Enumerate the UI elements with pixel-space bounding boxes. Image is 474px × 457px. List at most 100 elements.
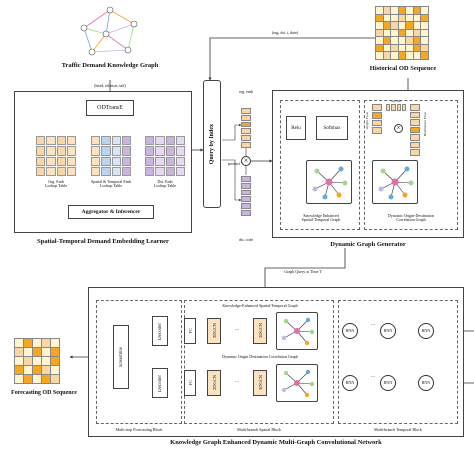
grid-cell [413,14,421,22]
table-cell [66,156,76,166]
table-cell [101,136,111,146]
table-cell [165,156,175,166]
grid-cell [383,29,391,37]
grid-cell [42,339,50,347]
query-by-index-box: Query by Index [203,80,221,208]
column-cell [241,176,251,182]
grid-cell [376,29,383,37]
org-dst-t-label: (org, dst, t, date) [271,30,299,35]
table-cell [165,136,175,146]
grid-cell [15,366,23,374]
grid-cell [33,348,41,356]
column-cell [410,149,420,157]
grid-cell [413,7,421,14]
gcn2d-bottom-label: 2DGCN [211,375,217,391]
table-cell [121,166,131,176]
spatial-graph-top-icon [281,317,315,346]
product-label: product [227,161,241,166]
origin-flow-column [372,104,382,134]
destination-flow-label: Destination Flow [423,112,427,137]
dod-graph-network-icon [378,166,414,200]
ke-sg-label: Knowledge Enhanced Spatial-Temporal Grap… [301,213,341,223]
grid-cell [406,7,413,14]
table-cell [155,166,165,176]
grid-cell [51,375,59,383]
org-emb-table [36,136,76,176]
grid-cell [413,37,421,44]
grid-cell [42,348,50,356]
grid-cell [15,357,23,365]
column-cell [372,111,382,119]
odtranse-box: ODTransE [86,100,134,116]
softmax-box: Softmax [316,116,348,140]
table-cell [36,146,46,156]
gcn3d-top-box: 3DGCN [253,318,267,344]
multi-spatial-block [184,300,334,424]
spatial-graph-bottom-icon [281,369,315,398]
relu-box: Relu [286,116,306,140]
org-emb-column [241,108,251,148]
grid-cell [398,44,406,52]
grid-cell [398,14,406,22]
grid-cell [24,366,32,374]
grid-cell [376,7,383,14]
grid-cell [24,357,32,365]
traffic-kg-network-icon [80,6,138,56]
grid-cell [413,29,421,37]
table-cell [101,166,111,176]
st-emb-label: Spatial & Temporal Emb Lookup Table [91,179,131,189]
table-cell [121,136,131,146]
grid-cell [406,29,413,37]
table-cell [111,136,121,146]
decoder-top-box: Decoder [152,316,168,346]
grid-cell [406,44,413,52]
column-cell [241,108,251,114]
table-cell [165,166,175,176]
dots-bottom-spatial: ... [235,379,239,384]
gcn2d-top-label: 2DGCN [211,323,217,339]
column-cell [241,128,251,135]
forecasting-od-title: Forecasting OD Sequence [11,390,77,396]
dgg-block [272,90,464,238]
dgg-product-icon: × [394,124,403,133]
table-cell [56,156,66,166]
spatial-graph-top [276,312,318,350]
grid-cell [24,375,32,383]
grid-cell [51,357,59,365]
table-cell [155,156,165,166]
fc-bottom-box: FC [184,370,196,396]
table-cell [56,146,66,156]
gcn2d-top-box: 2DGCN [207,318,221,344]
grid-cell [413,52,421,59]
table-cell [91,156,101,166]
table-cell [101,146,111,156]
table-cell [121,146,131,156]
table-cell [175,156,185,166]
column-cell [410,126,420,134]
table-cell [111,146,121,156]
grid-cell [406,22,413,29]
grid-cell [383,37,391,44]
grid-cell [406,37,413,44]
graph-query-label: Graph Query at Time T [284,269,322,274]
multi-step-block [96,300,182,424]
grid-cell [391,29,398,37]
grid-cell [406,52,413,59]
grid-cell [383,22,391,29]
grid-cell [24,339,32,347]
grid-cell [376,14,383,22]
grid-cell [398,7,406,14]
grid-cell [391,44,398,52]
table-cell [145,136,155,146]
grid-cell [391,22,398,29]
grid-cell [376,22,383,29]
table-cell [175,166,185,176]
grid-cell [413,44,421,52]
grid-cell [391,37,398,44]
column-cell [241,182,251,189]
grid-cell [421,44,428,52]
org-emb-label: Org. Emb Lookup Table [44,179,68,189]
table-cell [145,166,155,176]
dst-code-column [241,176,251,216]
column-cell [410,104,420,111]
